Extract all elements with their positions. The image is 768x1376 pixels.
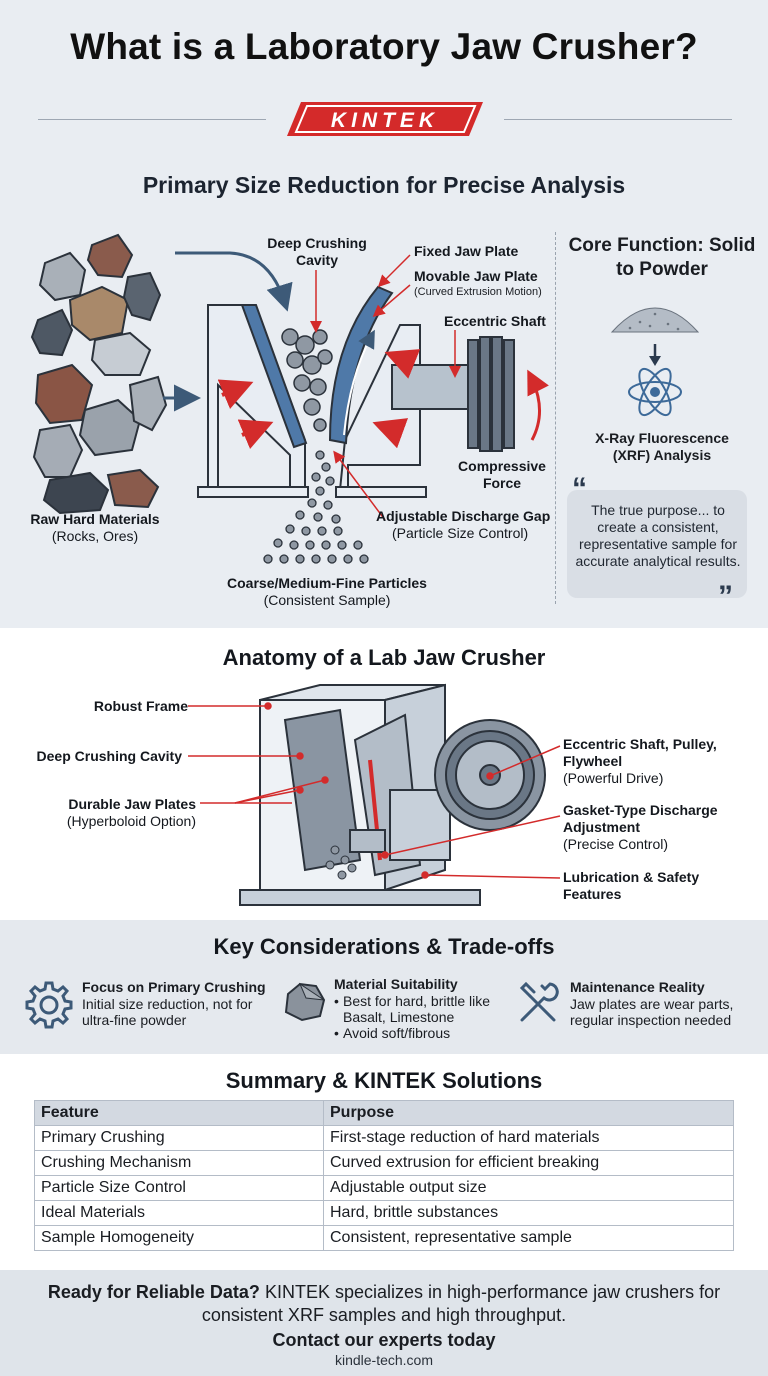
table-cell: Consistent, representative sample — [323, 1225, 734, 1251]
label-robust-frame: Robust Frame — [93, 698, 188, 714]
label-fixed-jaw-plate: Fixed Jaw Plate — [414, 243, 519, 259]
close-quote-icon: ” — [718, 580, 733, 613]
consider-title-maintenance: Maintenance Reality — [570, 979, 705, 995]
label-eccentric-note: (Powerful Drive) — [563, 770, 664, 786]
consider-bullets-material: •Best for hard, brittle like Basalt, Lim… — [334, 993, 504, 1041]
table-cell: Ideal Materials — [34, 1200, 324, 1226]
consider-title-material: Material Suitability — [334, 976, 458, 992]
footer-lead: Ready for Reliable Data? — [47, 1282, 260, 1302]
contact-link[interactable]: Contact our experts today — [272, 1330, 496, 1350]
logo-text: KINTEK — [331, 109, 439, 132]
open-quote-icon: “ — [572, 472, 587, 505]
quote-box — [567, 490, 747, 598]
table-cell: Crushing Mechanism — [34, 1150, 324, 1176]
considerations-section — [0, 920, 768, 1054]
quote-text: The true purpose... to create a consiste… — [575, 502, 741, 569]
label-jaw-plates: Durable Jaw Plates — [68, 796, 196, 812]
considerations-heading: Key Considerations & Trade-offs — [213, 934, 555, 959]
anatomy-leader-lines — [188, 702, 561, 879]
label-compressive-force: Compressive Force — [458, 458, 546, 491]
label-gasket-note: (Precise Control) — [563, 836, 669, 852]
label-lubrication: Lubrication & Safety Features — [563, 869, 700, 902]
cavity-rocks — [281, 328, 333, 432]
kintek-logo: KINTEK — [287, 102, 483, 136]
footer-section — [0, 1270, 768, 1376]
raw-rock-pile — [30, 233, 168, 515]
powder-to-xrf-graphic — [610, 307, 700, 417]
core-function-heading: Core Function: Solid to Powder — [568, 235, 756, 280]
column-header-feature: Feature — [34, 1100, 324, 1126]
table-cell: Sample Homogeneity — [34, 1225, 324, 1251]
label-deep-crushing-cavity: Deep Crushing Cavity — [267, 235, 367, 268]
xrf-label: X-Ray Fluorescence (XRF) Analysis — [595, 430, 729, 463]
title-rule-right — [504, 119, 732, 120]
gear-icon — [25, 981, 73, 1029]
label-movable-jaw-note: (Curved Extrusion Motion) — [414, 286, 542, 298]
label-eccentric-shaft: Eccentric Shaft — [444, 313, 546, 329]
anatomy-diagram — [239, 683, 546, 906]
consider-bullet: •Best for hard, brittle like Basalt, Lim… — [334, 993, 491, 1025]
force-arrows — [217, 349, 421, 449]
consider-text-primary: Initial size reduction, not for ultra-fi… — [82, 996, 253, 1028]
table-cell: Curved extrusion for efficient breaking — [323, 1150, 734, 1176]
subtitle: Primary Size Reduction for Precise Analy… — [142, 172, 626, 198]
eccentric-shaft — [391, 364, 481, 410]
crusher-diagram — [30, 233, 549, 564]
tools-icon — [519, 981, 559, 1022]
title-rule-left — [38, 119, 266, 120]
footer-message: Ready for Reliable Data? KINTEK speciali… — [30, 1281, 738, 1327]
label-movable-jaw-plate: Movable Jaw Plate — [414, 268, 538, 284]
consider-title-primary: Focus on Primary Crushing — [82, 979, 266, 995]
label-particles-note: (Consistent Sample) — [263, 592, 391, 608]
website-link[interactable]: kindle-tech.com — [334, 1352, 434, 1368]
table-cell: Hard, brittle substances — [323, 1200, 734, 1226]
label-raw-materials-note: (Rocks, Ores) — [51, 528, 139, 544]
powder-pile-icon — [610, 307, 700, 333]
consider-text-maintenance: Jaw plates are wear parts, regular inspe… — [570, 996, 734, 1028]
footer-text: KINTEK specializes in high-performance j… — [201, 1282, 721, 1325]
core-function-divider — [555, 232, 556, 604]
table-cell: Primary Crushing — [34, 1125, 324, 1151]
table-cell: Adjustable output size — [323, 1175, 734, 1201]
xrf-atom-icon — [628, 367, 682, 417]
output-particles — [263, 450, 369, 564]
label-raw-materials: Raw Hard Materials — [30, 511, 160, 527]
table-cell: Particle Size Control — [34, 1175, 324, 1201]
label-particles: Coarse/Medium-Fine Particles — [227, 575, 427, 591]
table-cell: First-stage reduction of hard materials — [323, 1125, 734, 1151]
page-title: What is a Laboratory Jaw Crusher? — [70, 26, 698, 67]
label-gasket-adjustment: Gasket-Type Discharge Adjustment — [563, 802, 718, 835]
rock-icon — [284, 982, 326, 1022]
anatomy-heading: Anatomy of a Lab Jaw Crusher — [222, 645, 546, 670]
consider-bullet: •Avoid soft/fibrous — [334, 1025, 451, 1041]
label-deep-cavity: Deep Crushing Cavity — [36, 748, 182, 764]
label-jaw-plates-note: (Hyperboloid Option) — [66, 813, 196, 829]
summary-heading: Summary & KINTEK Solutions — [225, 1068, 543, 1093]
label-adjustable-gap-note: (Particle Size Control) — [392, 525, 529, 541]
fixed-jaw-plate — [240, 304, 308, 449]
label-eccentric-drive: Eccentric Shaft, Pulley, Flywheel — [563, 736, 717, 769]
label-adjustable-gap: Adjustable Discharge Gap — [376, 508, 551, 524]
table-header-row: Feature Purpose — [34, 1100, 734, 1126]
column-header-purpose: Purpose — [323, 1100, 734, 1126]
